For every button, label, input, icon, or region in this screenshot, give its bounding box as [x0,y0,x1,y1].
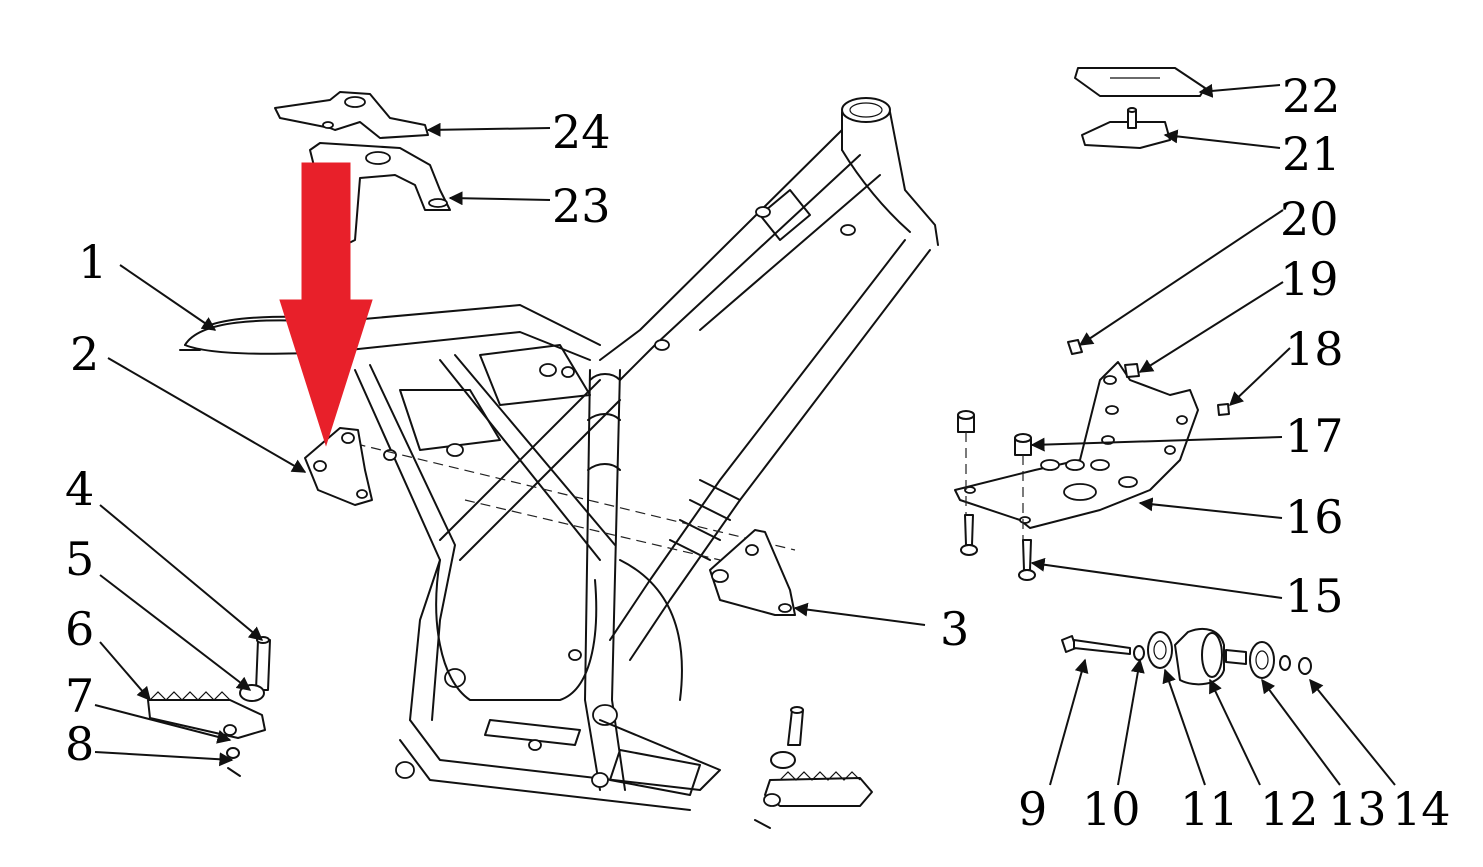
part-16-skid-plate [954,361,1199,529]
callout-21: 21 [1282,127,1341,181]
callout-12: 12 [1260,782,1319,836]
pivot-bolt-assembly [1061,627,1312,686]
callout-7: 7 [65,669,94,723]
callout-11: 11 [1180,782,1239,836]
callout-17: 17 [1285,409,1344,463]
part-18-20-fasteners [1067,339,1230,416]
right-footpeg-assembly [754,706,873,829]
red-highlight-arrow [279,162,373,447]
callout-6: 6 [65,602,94,656]
callout-18: 18 [1285,322,1344,376]
part-2-side-bracket [304,427,373,506]
part-15-bolts [960,514,1036,581]
callout-3: 3 [940,602,969,656]
part-24-upper-bracket [274,91,429,139]
part-21-mount-plate [1081,107,1171,149]
callout-10: 10 [1082,782,1141,836]
part-22-plate [1074,67,1206,97]
callout-23: 23 [552,179,611,233]
callout-4: 4 [65,462,94,516]
callout-14: 14 [1392,782,1451,836]
callout-5: 5 [65,532,94,586]
callout-16: 16 [1285,490,1344,544]
callout-22: 22 [1282,69,1341,123]
main-frame [179,97,939,811]
callout-9: 9 [1018,782,1047,836]
callout-13: 13 [1328,782,1387,836]
callout-1: 1 [78,235,107,289]
part-3-right-bracket [709,529,796,616]
callout-15: 15 [1285,569,1344,623]
callout-20: 20 [1280,192,1339,246]
leader-lines [94,83,1396,786]
callout-24: 24 [552,105,611,159]
callout-19: 19 [1280,252,1339,306]
callout-labels: 1 2 3 4 5 6 7 8 9 10 11 12 13 14 15 16 1… [65,69,1451,836]
part-17-spacers [957,410,1032,540]
callout-8: 8 [65,717,94,771]
callout-2: 2 [70,327,99,381]
